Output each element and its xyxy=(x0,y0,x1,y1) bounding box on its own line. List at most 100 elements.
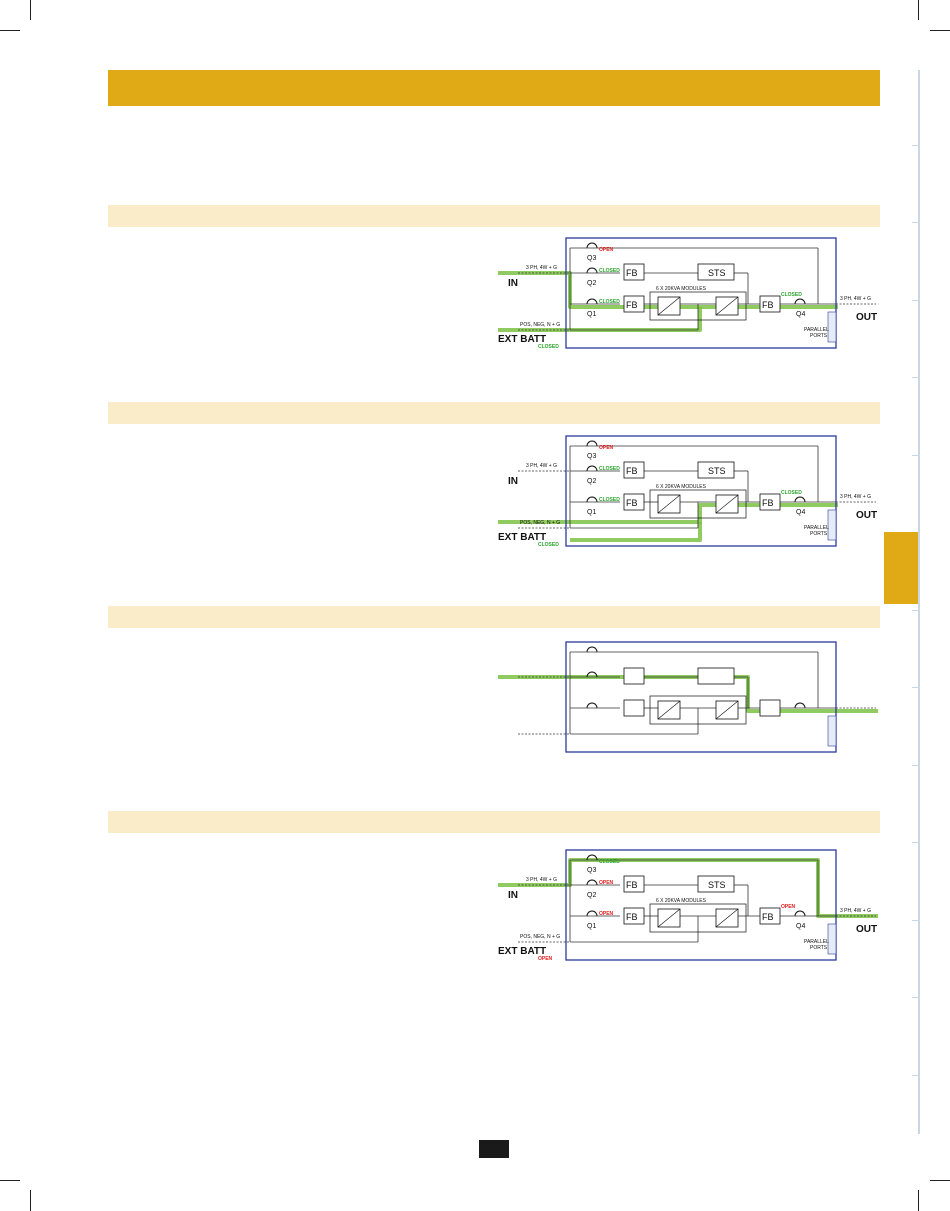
breaker-q1 xyxy=(586,496,598,503)
modules-box xyxy=(649,489,747,519)
q1-state: CLOSED xyxy=(599,299,620,305)
crop-mark xyxy=(918,0,919,20)
fb-box xyxy=(623,875,645,893)
q3-label: Q3 xyxy=(587,867,596,874)
inverter-slash xyxy=(715,296,739,316)
q4-label: Q4 xyxy=(796,311,805,318)
q3-state: CLOSED xyxy=(599,859,620,865)
side-tab-divider xyxy=(912,610,920,611)
q2-label: Q2 xyxy=(587,478,596,485)
breaker-q3 xyxy=(586,854,598,861)
q4-state: CLOSED xyxy=(781,292,802,298)
breaker-q4 xyxy=(794,702,806,709)
q2-state: CLOSED xyxy=(599,268,620,274)
ups-frame xyxy=(565,641,837,753)
modules-box xyxy=(649,903,747,933)
breaker-q1 xyxy=(586,298,598,305)
fb-box xyxy=(759,699,781,717)
batt-state: CLOSED xyxy=(538,542,559,548)
parallel-port xyxy=(827,311,837,343)
fb-label: FB xyxy=(762,300,774,310)
power-path xyxy=(498,858,878,918)
ports-label: PORTS xyxy=(810,945,828,951)
sts-label: STS xyxy=(708,880,726,890)
output-spec: 3 PH, 4W + G xyxy=(840,494,871,500)
rectifier-slash xyxy=(657,296,681,316)
active-side-tab[interactable] xyxy=(884,532,918,604)
inverter-slash xyxy=(715,908,739,928)
power-path xyxy=(570,522,702,542)
sts-box xyxy=(697,875,735,893)
crop-mark xyxy=(0,1180,20,1181)
parallel-port xyxy=(827,715,837,747)
side-tab-divider xyxy=(912,765,920,766)
input-spec: 3 PH, 4W + G xyxy=(526,265,557,271)
sts-box xyxy=(697,461,735,479)
side-tab-rail xyxy=(918,70,920,1134)
fb-label: FB xyxy=(626,466,638,476)
q4-label: Q4 xyxy=(796,923,805,930)
breaker-q4 xyxy=(794,496,806,503)
q2-state: OPEN xyxy=(599,880,614,886)
breaker-q2 xyxy=(586,879,598,886)
q1-state: OPEN xyxy=(599,911,614,917)
input-spec: 3 PH, 4W + G xyxy=(526,463,557,469)
side-tab-divider xyxy=(912,222,920,223)
ports-label: PORTS xyxy=(810,333,828,339)
fb-label: FB xyxy=(762,498,774,508)
parallel-label: PARALLEL xyxy=(804,327,829,333)
output-spec: 3 PH, 4W + G xyxy=(840,908,871,914)
out-label: OUT xyxy=(856,312,877,323)
header-bar xyxy=(108,70,880,106)
q4-label: Q4 xyxy=(796,509,805,516)
breaker-q3 xyxy=(586,646,598,653)
modules-label: 6 X 20KVA MODULES xyxy=(656,484,707,490)
breaker-q1 xyxy=(586,702,598,709)
fb-box xyxy=(623,699,645,717)
crop-mark xyxy=(918,1190,919,1211)
breaker-q4 xyxy=(794,910,806,917)
rectifier-slash xyxy=(657,700,681,720)
sts-label: STS xyxy=(708,268,726,278)
ports-label: PORTS xyxy=(810,531,828,537)
q3-state: OPEN xyxy=(599,247,614,253)
ext-batt-label: EXT BATT xyxy=(498,532,546,543)
battery-spec: POS, NEG, N + G xyxy=(520,934,560,940)
fb-label: FB xyxy=(626,268,638,278)
q3-label: Q3 xyxy=(587,453,596,460)
side-tab-divider xyxy=(912,300,920,301)
section-bar-4 xyxy=(108,811,880,833)
out-label: OUT xyxy=(856,924,877,935)
breaker-q4 xyxy=(794,298,806,305)
crop-mark xyxy=(930,30,950,31)
parallel-label: PARALLEL xyxy=(804,939,829,945)
sts-box xyxy=(697,263,735,281)
fb-box xyxy=(623,493,645,511)
inverter-slash xyxy=(715,700,739,720)
sts-label: STS xyxy=(708,466,726,476)
fb-label: FB xyxy=(762,912,774,922)
inverter-slash xyxy=(715,494,739,514)
sts-box xyxy=(697,667,735,685)
fb-box xyxy=(759,907,781,925)
output-spec: 3 PH, 4W + G xyxy=(840,296,871,302)
parallel-port xyxy=(827,923,837,955)
q2-state: CLOSED xyxy=(599,466,620,472)
q2-label: Q2 xyxy=(587,280,596,287)
side-tab-divider xyxy=(912,377,920,378)
power-path xyxy=(498,675,878,713)
ups-diagram-bypass xyxy=(498,638,878,756)
q3-state: OPEN xyxy=(599,445,614,451)
section-bar-3 xyxy=(108,606,880,628)
breaker-q3 xyxy=(586,440,598,447)
side-tab-divider xyxy=(912,145,920,146)
side-tab-divider xyxy=(912,455,920,456)
fb-box xyxy=(623,263,645,281)
out-label: OUT xyxy=(856,510,877,521)
q1-label: Q1 xyxy=(587,923,596,930)
fb-box xyxy=(759,295,781,313)
page-number-block xyxy=(479,1140,509,1158)
